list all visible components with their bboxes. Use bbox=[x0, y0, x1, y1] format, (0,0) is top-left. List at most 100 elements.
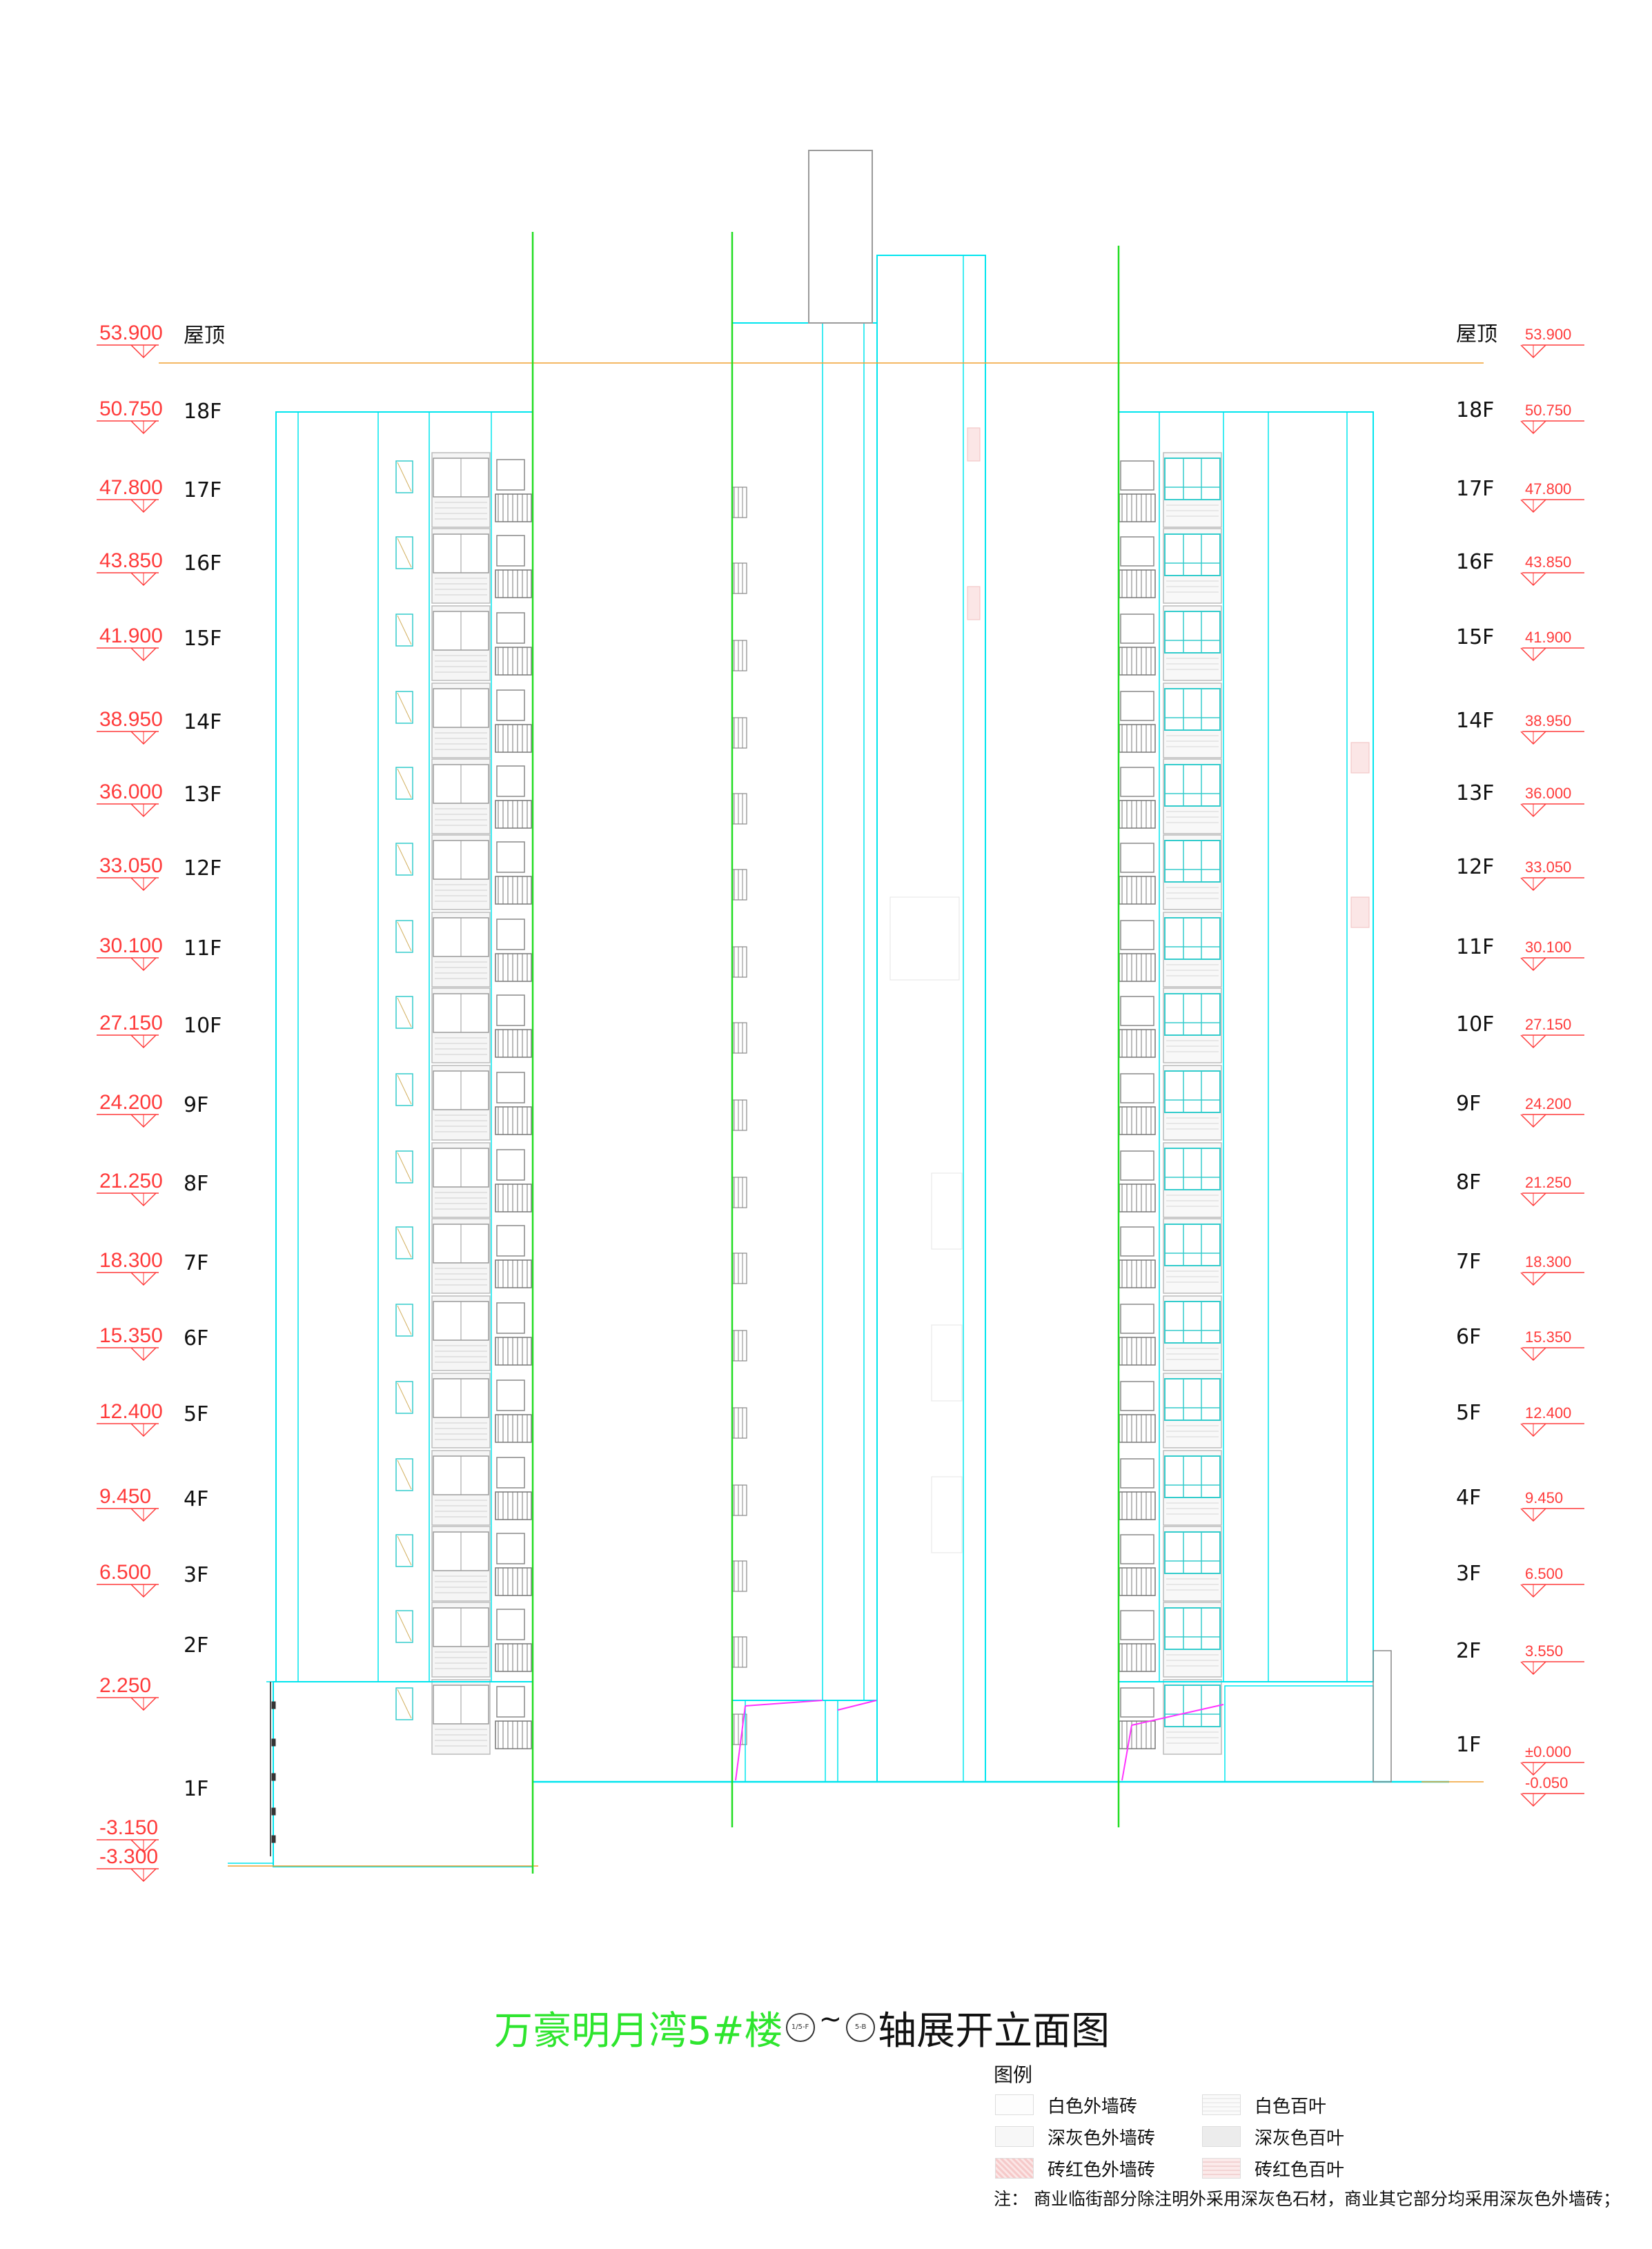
left-floor-label: 9F bbox=[184, 1093, 208, 1117]
legend-label: 深灰色百叶 bbox=[1255, 2128, 1345, 2149]
center-tower-outline bbox=[876, 255, 986, 1782]
center-rail-mark bbox=[732, 487, 747, 518]
right-balcony-rail bbox=[1119, 1029, 1156, 1058]
left-floor-label: 1F bbox=[184, 1777, 208, 1801]
left-floor-label: 12F bbox=[184, 856, 222, 881]
left-floor-label: 2F bbox=[184, 1633, 208, 1658]
right-floor-label: 3F bbox=[1456, 1562, 1481, 1586]
right-floor-label: 12F bbox=[1456, 855, 1494, 879]
window-mark bbox=[397, 538, 412, 568]
right-elev-marker-label: 50.750 bbox=[1525, 402, 1571, 419]
left-elev-marker-label: 2.250 bbox=[99, 1674, 151, 1697]
left-small-window bbox=[395, 1687, 413, 1720]
right-balcony-door bbox=[1120, 996, 1154, 1026]
left-small-window bbox=[395, 1073, 413, 1106]
right-elevation-marks: 53.900屋顶50.75018F47.80017F43.85016F41.90… bbox=[1456, 322, 1584, 1807]
left-floor-label: 11F bbox=[184, 936, 222, 961]
center-base-outline bbox=[745, 1700, 878, 1782]
drawing-title: 万豪明月湾5#楼 1/5-F ~ 5-B 轴展开立面图 bbox=[494, 2000, 1110, 2055]
window-mark bbox=[397, 1689, 412, 1719]
right-window bbox=[1164, 1148, 1221, 1190]
left-balcony-door bbox=[496, 1379, 525, 1411]
right-floor-label: 2F bbox=[1456, 1639, 1481, 1663]
left-small-window bbox=[395, 1304, 413, 1337]
left-balcony-rail bbox=[495, 1029, 532, 1058]
right-balcony-rail bbox=[1119, 1337, 1156, 1366]
right-balcony-door bbox=[1120, 613, 1154, 644]
left-balcony-rail bbox=[495, 876, 532, 905]
left-balcony-rail bbox=[495, 800, 532, 829]
right-balcony-rail bbox=[1119, 1414, 1156, 1443]
right-window bbox=[1164, 840, 1221, 883]
legend-item: 砖红色外墙砖 bbox=[995, 2155, 1202, 2181]
right-balcony-rail bbox=[1119, 724, 1156, 753]
left-small-window bbox=[395, 1226, 413, 1259]
left-small-window bbox=[395, 843, 413, 876]
legend-item: 深灰色百叶 bbox=[1202, 2123, 1409, 2150]
right-window bbox=[1164, 611, 1221, 654]
center-rail-mark bbox=[732, 793, 747, 825]
right-elev-marker-label: 18.300 bbox=[1525, 1253, 1571, 1270]
right-balcony-door bbox=[1120, 1304, 1154, 1334]
right-balcony-door bbox=[1120, 920, 1154, 950]
right-balcony-door bbox=[1120, 460, 1154, 491]
left-floor-label: 13F bbox=[184, 783, 222, 807]
legend-swatch bbox=[1202, 2158, 1241, 2179]
legend-title: 图例 bbox=[994, 2063, 1033, 2086]
right-balcony-rail bbox=[1119, 647, 1156, 676]
legend-label: 砖红色百叶 bbox=[1255, 2159, 1345, 2181]
left-balcony-rail bbox=[495, 724, 532, 753]
left-elev-marker-label: -3.300 bbox=[99, 1845, 158, 1868]
tower-panel bbox=[931, 1172, 963, 1250]
right-elev-marker-label: 30.100 bbox=[1525, 939, 1571, 956]
legend: 图例 白色外墙砖白色百叶深灰色外墙砖深灰色百叶砖红色外墙砖砖红色百叶 注： 商业… bbox=[994, 2060, 1642, 2210]
left-small-window bbox=[395, 691, 413, 724]
right-window bbox=[1164, 458, 1221, 500]
left-elev-marker-label: 33.050 bbox=[99, 854, 163, 877]
right-balcony-rail bbox=[1119, 493, 1156, 522]
right-balcony-rail bbox=[1119, 800, 1156, 829]
right-balcony-door bbox=[1120, 1687, 1154, 1718]
left-floor-label: 18F bbox=[184, 400, 222, 424]
left-small-window bbox=[395, 767, 413, 800]
axis-start-bubble: 1/5-F bbox=[785, 2013, 815, 2042]
left-floor-label: 5F bbox=[184, 1402, 208, 1426]
right-floor-label: 9F bbox=[1456, 1092, 1481, 1116]
legend-note: 注： 商业临街部分除注明外采用深灰色石材，商业其它部分均采用深灰色外墙砖； bbox=[994, 2189, 1620, 2209]
left-balcony-rail bbox=[495, 1106, 532, 1135]
center-rail-mark bbox=[732, 1560, 747, 1592]
right-balcony-rail bbox=[1119, 1184, 1156, 1212]
left-balcony-rail bbox=[495, 1491, 532, 1520]
window-mark bbox=[397, 462, 412, 492]
left-balcony-rail bbox=[495, 647, 532, 676]
right-balcony-door bbox=[1120, 1073, 1154, 1103]
right-balcony-door bbox=[1120, 1226, 1154, 1257]
left-small-window bbox=[395, 996, 413, 1029]
right-elev-marker-label: 6.500 bbox=[1525, 1565, 1563, 1582]
center-rail-mark bbox=[732, 869, 747, 901]
left-floor-label: 屋顶 bbox=[184, 324, 225, 348]
left-balcony-rail bbox=[495, 1184, 532, 1212]
left-elev-marker-label: 36.000 bbox=[99, 780, 163, 803]
legend-swatch bbox=[995, 2094, 1034, 2115]
right-window bbox=[1164, 688, 1221, 731]
right-elev-marker-label: 47.800 bbox=[1525, 480, 1571, 498]
left-balcony-door bbox=[496, 689, 525, 721]
center-rail-mark bbox=[732, 562, 747, 594]
title-drawing-type: 轴展开立面图 bbox=[878, 2008, 1110, 2054]
red-brick-patch bbox=[967, 586, 981, 620]
legend-swatch bbox=[1202, 2126, 1241, 2147]
left-balcony-door bbox=[496, 612, 525, 644]
center-rail-mark bbox=[732, 1177, 747, 1208]
right-floor-label: 17F bbox=[1456, 477, 1494, 501]
left-balcony-door bbox=[496, 1225, 525, 1257]
legend-item: 白色外墙砖 bbox=[995, 2092, 1202, 2118]
right-elev-marker-label: ±0.000 bbox=[1525, 1743, 1571, 1760]
left-floor-label: 17F bbox=[184, 478, 222, 502]
right-balcony-door bbox=[1120, 1458, 1154, 1489]
left-small-window bbox=[395, 1610, 413, 1643]
left-balcony-door bbox=[496, 1149, 525, 1181]
window-mark bbox=[397, 692, 412, 723]
left-balcony-door bbox=[496, 1457, 525, 1489]
legend-label: 砖红色外墙砖 bbox=[1048, 2159, 1156, 2181]
